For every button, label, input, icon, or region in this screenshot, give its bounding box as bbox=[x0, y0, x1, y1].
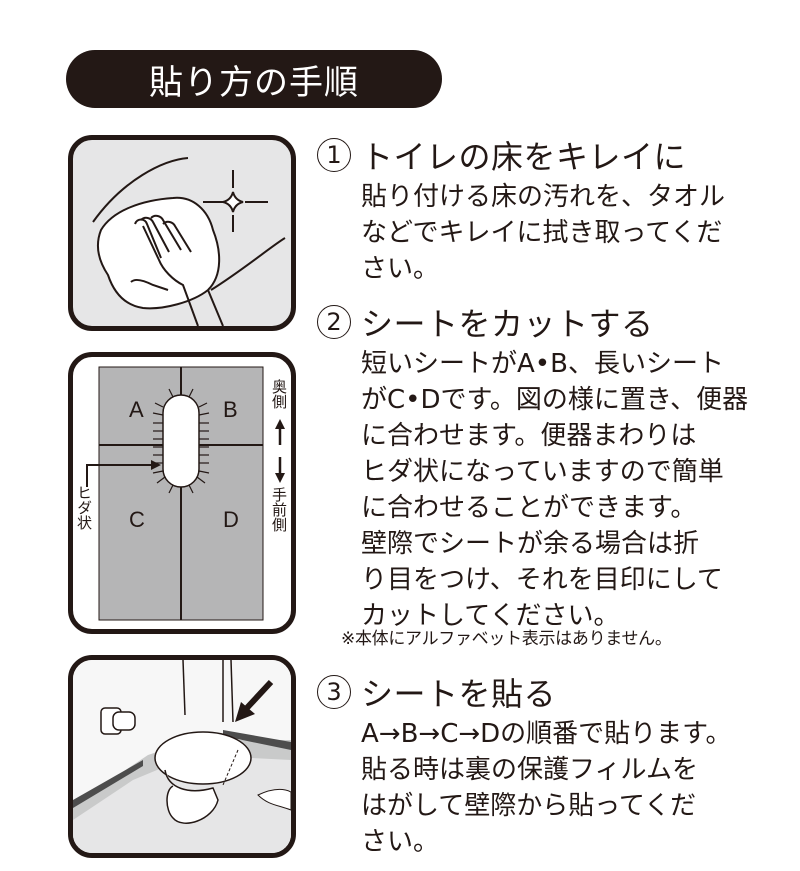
step-title: シートをカットする bbox=[361, 305, 654, 343]
hand-towel-icon bbox=[92, 157, 286, 326]
step-text-line: に合わせることができます。 bbox=[361, 493, 697, 523]
step-text-line: 貼り付ける床の汚れを、タオル bbox=[361, 182, 726, 212]
step-3: 3 シートを貼る A→B→C→Dの順番で貼ります。 貼る時は裏の保護フィルムを … bbox=[317, 670, 787, 860]
step-text-line: に合わせます。便器まわりは bbox=[361, 421, 697, 451]
step-body: 貼り付ける床の汚れを、タオル などでキレイに拭き取ってくだ さい。 bbox=[361, 179, 741, 287]
sheet-label-d: D bbox=[223, 507, 239, 532]
step-body: A→B→C→Dの順番で貼ります。 貼る時は裏の保護フィルムを はがして壁際から貼… bbox=[361, 716, 741, 860]
paper-holder-icon bbox=[100, 707, 136, 735]
sheet-layout-diagram: A B C D bbox=[86, 366, 285, 621]
step-text-line: がC•Dです。図の様に置き、便器 bbox=[361, 385, 749, 415]
step-text-line: 壁際でシートが余る場合は折 bbox=[361, 529, 700, 559]
step-2: 2 シートをカットする 短いシートがA•B、長いシート がC•Dです。図の様に置… bbox=[317, 300, 787, 634]
illustration-sheet-layout: A B C D 奥側 手前側 ヒダ状 bbox=[68, 352, 296, 634]
step-text-line: A→B→C→Dの順番で貼ります。 bbox=[361, 719, 732, 749]
step-text-line: はがして壁際から貼ってくだ bbox=[361, 791, 697, 821]
arrow-down-icon bbox=[275, 473, 285, 483]
step-text-line: 貼る時は裏の保護フィルムを bbox=[361, 755, 698, 785]
page-title-banner: 貼り方の手順 bbox=[66, 50, 442, 108]
step-body: 短いシートがA•B、長いシート がC•Dです。図の様に置き、便器 に合わせます。… bbox=[361, 346, 749, 634]
illustration-wipe-floor bbox=[68, 135, 296, 331]
step-title: シートを貼る bbox=[361, 675, 557, 713]
step-text-line: などでキレイに拭き取ってくだ bbox=[361, 218, 723, 248]
back-side-label: 奥側 bbox=[270, 379, 288, 409]
arrow-pointer-icon bbox=[235, 679, 274, 722]
step-text-line: ヒダ状になっていますので簡単 bbox=[361, 457, 724, 487]
step-text-line: り目をつけ、それを目印にして bbox=[361, 565, 723, 595]
step-number-badge: 1 bbox=[317, 138, 351, 172]
arrow-up-icon bbox=[275, 419, 285, 429]
toilet-sheet-icon bbox=[73, 660, 291, 853]
pleat-label: ヒダ状 bbox=[75, 485, 93, 530]
step-1: 1 トイレの床をキレイに 貼り付ける床の汚れを、タオル などでキレイに拭き取って… bbox=[317, 133, 787, 287]
footnote: ※本体にアルファベット表示はありません。 bbox=[341, 629, 672, 649]
step-text-line: カットしてください。 bbox=[361, 601, 620, 631]
sheet-label-b: B bbox=[223, 397, 238, 422]
step-text-line: 短いシートがA•B、長いシート bbox=[361, 349, 724, 379]
step-text-line: さい。 bbox=[361, 254, 440, 284]
step-title: トイレの床をキレイに bbox=[361, 138, 687, 176]
sheet-label-c: C bbox=[129, 507, 145, 532]
sheet-label-a: A bbox=[129, 397, 144, 422]
sparkle-icon bbox=[203, 170, 268, 232]
step-number-badge: 3 bbox=[317, 675, 351, 709]
pointer-arrow-icon bbox=[86, 464, 153, 487]
step-number-badge: 2 bbox=[317, 305, 351, 339]
illustration-apply-sheet bbox=[68, 655, 296, 858]
step-text-line: さい。 bbox=[361, 827, 440, 857]
front-side-label: 手前側 bbox=[270, 487, 288, 532]
page-title: 貼り方の手順 bbox=[149, 62, 359, 103]
